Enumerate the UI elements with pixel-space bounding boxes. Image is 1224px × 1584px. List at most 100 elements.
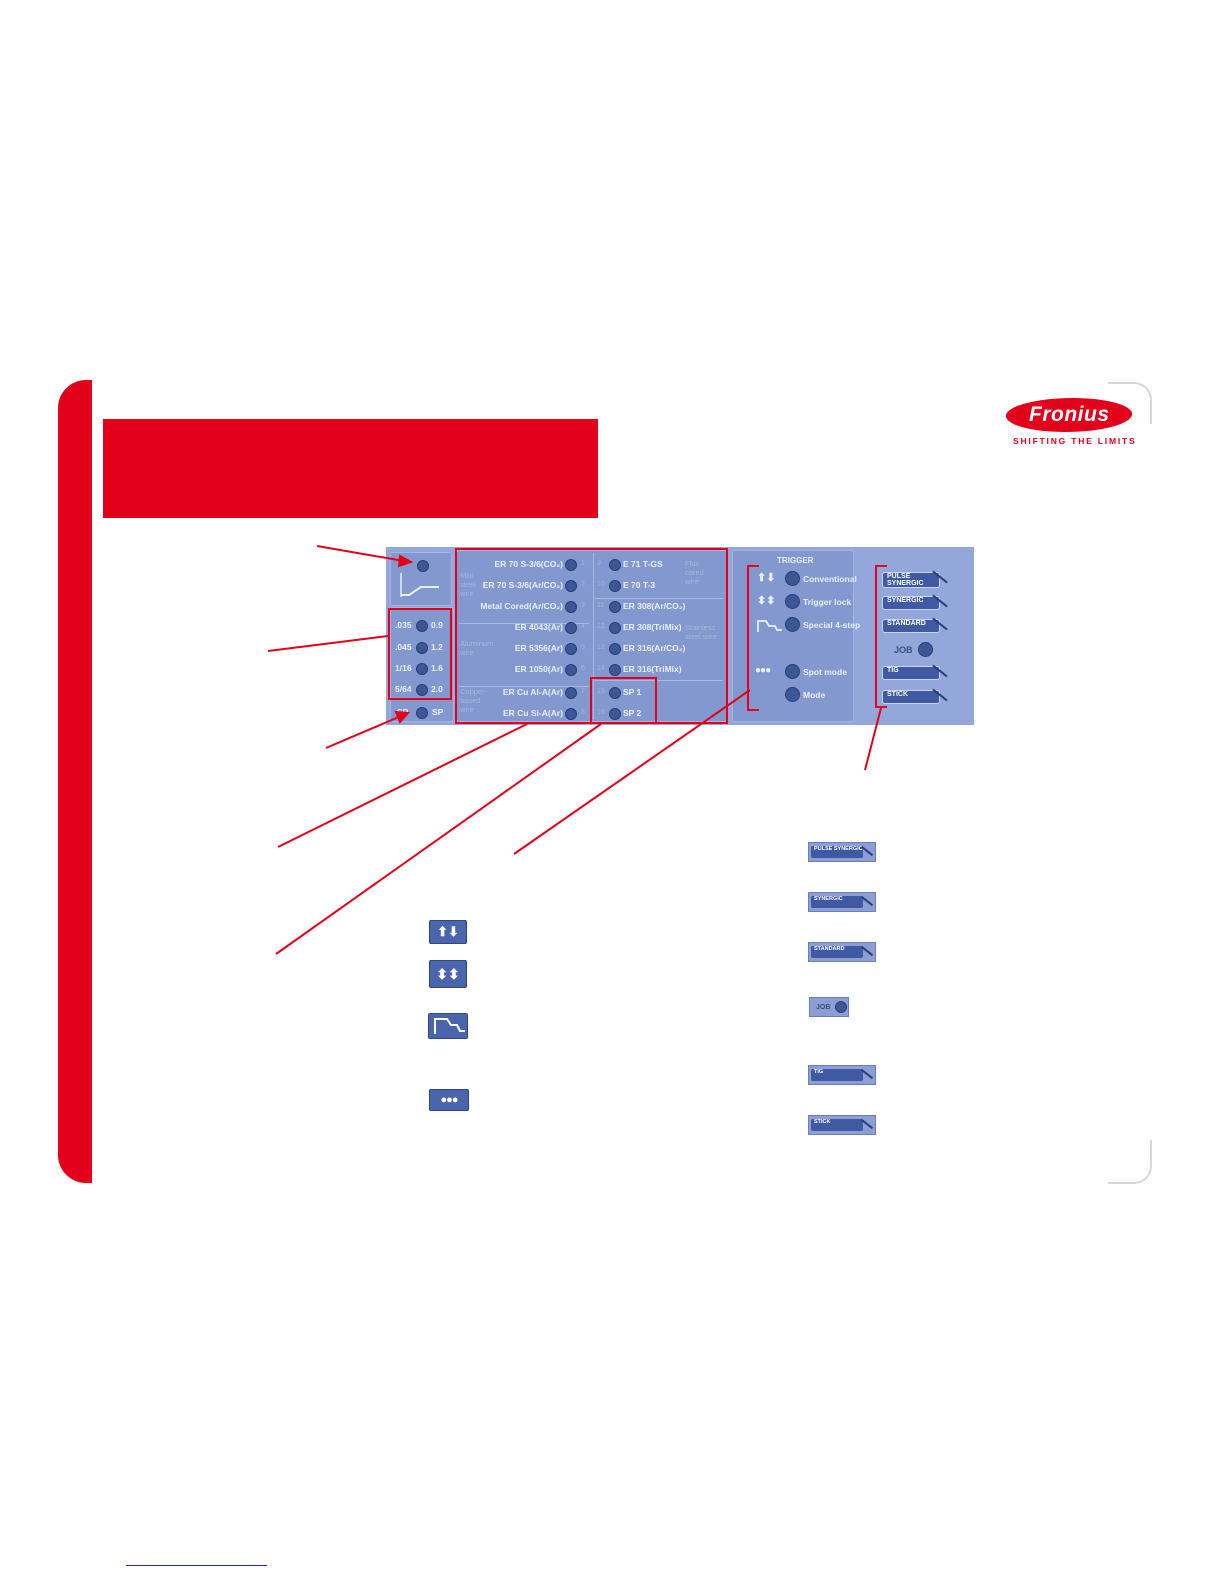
size-led-4[interactable] xyxy=(416,684,428,696)
process-box: PULSE SYNERGIC SYNERGIC STANDARD JOB TIG… xyxy=(856,550,974,720)
synergic-legend-icon: SYNERGIC xyxy=(808,892,876,912)
trigger-led-spot-mode[interactable] xyxy=(785,664,800,679)
mode-label: TIG xyxy=(887,667,899,674)
mode-label: PULSE SYNERGIC xyxy=(887,573,924,587)
material-led-14[interactable] xyxy=(609,664,621,676)
material-led-6[interactable] xyxy=(565,664,577,676)
material-led-7[interactable] xyxy=(565,687,577,699)
material-led-11[interactable] xyxy=(609,601,621,613)
divider xyxy=(595,680,723,681)
size-led-1[interactable] xyxy=(416,620,428,632)
size-led-2[interactable] xyxy=(416,642,428,654)
trigger-led-mode[interactable] xyxy=(785,687,800,702)
tig-button[interactable]: TIG xyxy=(882,664,948,680)
material-num: 6 xyxy=(581,665,585,672)
arrows-up-down-icon: ⬆⬇ xyxy=(429,920,467,944)
size-sp-led[interactable] xyxy=(416,707,428,719)
material-num: 11 xyxy=(597,602,605,609)
size-led-3[interactable] xyxy=(416,663,428,675)
standard-legend-icon: STANDARD xyxy=(808,942,876,962)
pointer-line xyxy=(275,723,602,955)
material-led-10[interactable] xyxy=(609,580,621,592)
size-sp-right: SP xyxy=(432,707,444,717)
mode-label: STICK xyxy=(887,691,908,698)
material-label: ER 70 S-3/6(Ar/CO₂) xyxy=(482,580,563,590)
material-led-5[interactable] xyxy=(565,643,577,655)
material-led-2[interactable] xyxy=(565,580,577,592)
trigger-label: Special 4-step xyxy=(803,620,861,630)
material-led-15[interactable] xyxy=(609,687,621,699)
trigger-led-conventional[interactable] xyxy=(785,571,800,586)
size-inch-3: 1/16 xyxy=(395,663,412,673)
trigger-label: Spot mode xyxy=(803,667,847,677)
material-num: 4 xyxy=(581,623,585,630)
pulse-synergic-legend-icon: PULSE SYNERGIC xyxy=(808,842,876,862)
divider xyxy=(459,623,589,624)
material-num: 7 xyxy=(581,688,585,695)
size-inch-1: .035 xyxy=(395,620,412,630)
stick-button[interactable]: STICK xyxy=(882,688,948,704)
group-stainless: Stainless steel wire xyxy=(685,623,717,641)
pulse-synergic-button[interactable]: PULSE SYNERGIC xyxy=(882,570,948,588)
pointer-line xyxy=(513,689,751,855)
trigger-title: TRIGGER xyxy=(777,556,814,565)
material-label: ER 4043(Ar) xyxy=(514,622,563,632)
material-led-12[interactable] xyxy=(609,622,621,634)
logo-tagline: SHIFTING THE LIMITS xyxy=(1013,436,1137,446)
trigger-led-special-4-step[interactable] xyxy=(785,617,800,632)
material-led-4[interactable] xyxy=(565,622,577,634)
material-label: ER Cu Si-A(Ar) xyxy=(503,708,563,718)
material-box: Mild steel wire Aluminum wire Copper-bas… xyxy=(456,550,728,722)
material-led-13[interactable] xyxy=(609,643,621,655)
legend-label: TIG xyxy=(811,1069,863,1081)
material-label: ER 5356(Ar) xyxy=(514,643,563,653)
standard-button[interactable]: STANDARD xyxy=(882,617,948,633)
material-label: ER 308(TriMix) xyxy=(623,622,682,632)
material-led-1[interactable] xyxy=(565,559,577,571)
group-copper: Copper-based wire xyxy=(460,687,488,714)
size-inch-2: .045 xyxy=(395,642,412,652)
material-num: 16 xyxy=(597,709,605,716)
material-led-8[interactable] xyxy=(565,708,577,720)
size-mm-2: 1.2 xyxy=(431,642,443,652)
job-led[interactable] xyxy=(918,642,933,657)
bracket-trigger xyxy=(747,565,759,711)
frame-corner-top xyxy=(1108,382,1152,424)
step-curve-icon xyxy=(428,1013,468,1039)
pointer-line xyxy=(267,635,389,652)
highlight-wire-size xyxy=(388,608,452,700)
material-label: SP 2 xyxy=(623,708,642,718)
group-aluminum: Aluminum wire xyxy=(460,639,494,657)
material-led-16[interactable] xyxy=(609,708,621,720)
material-num: 14 xyxy=(597,665,605,672)
size-mm-1: 0.9 xyxy=(431,620,443,630)
arrows-latch-icon: ⬍⬍ xyxy=(757,595,776,607)
divider xyxy=(595,598,723,599)
mode-label: SYNERGIC xyxy=(887,597,924,604)
arrow-head xyxy=(397,554,414,568)
material-label: E 71 T-GS xyxy=(623,559,663,569)
material-num: 15 xyxy=(597,688,605,695)
material-led-9[interactable] xyxy=(609,559,621,571)
group-flux-cored: Flux cored wire xyxy=(685,559,704,586)
material-led-3[interactable] xyxy=(565,601,577,613)
trigger-led-trigger-lock[interactable] xyxy=(785,594,800,609)
pointer-line xyxy=(277,723,528,848)
material-num: 1 xyxy=(581,560,585,567)
group-mild-steel: Mild steel wire xyxy=(460,571,476,598)
stick-legend-icon: STICK xyxy=(808,1115,876,1135)
arrow-head xyxy=(394,710,411,724)
title-banner xyxy=(103,419,598,518)
legend-label: STICK xyxy=(811,1119,863,1131)
trigger-box: TRIGGER ⬆⬇ Conventional ⬍⬍ Trigger lock … xyxy=(732,550,860,722)
job-legend-icon: JOB xyxy=(809,997,849,1017)
legend-label: STANDARD xyxy=(811,946,863,958)
trigger-label: Conventional xyxy=(803,574,857,584)
material-num: 8 xyxy=(581,709,585,716)
wire-feed-led[interactable] xyxy=(417,560,429,572)
synergic-button[interactable]: SYNERGIC xyxy=(882,594,948,610)
material-label: Metal Cored(Ar/CO₂) xyxy=(480,601,563,611)
material-label: ER Cu Al-A(Ar) xyxy=(502,687,563,697)
material-label: ER 308(Ar/CO₂) xyxy=(623,601,686,611)
